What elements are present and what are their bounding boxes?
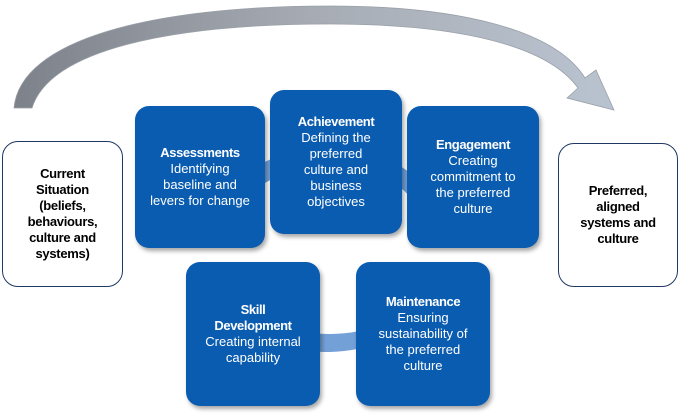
current-situation-line: Current bbox=[40, 166, 85, 181]
tile-description: business bbox=[310, 178, 362, 193]
tile-description: preferred bbox=[309, 146, 363, 161]
current-situation-line: behaviours, bbox=[27, 214, 98, 229]
tile-description: capability bbox=[225, 350, 281, 365]
tile-description: the preferred bbox=[385, 342, 461, 357]
tile-description: commitment to bbox=[430, 169, 516, 184]
tile-description: levers for change bbox=[150, 193, 250, 208]
top-arc-arrow bbox=[13, 5, 615, 111]
tile-description: Identifying bbox=[170, 161, 230, 176]
tile-description: culture bbox=[403, 358, 443, 373]
skill-development-tile: Skill Development Creating internal capa… bbox=[186, 262, 320, 406]
tile-title: Development bbox=[214, 318, 292, 333]
tile-description: culture bbox=[453, 201, 493, 216]
tile-description: Defining the bbox=[301, 130, 371, 145]
preferred-culture-line: aligned bbox=[596, 199, 640, 214]
tile-description: the preferred bbox=[435, 185, 511, 200]
achievement-tile: Achievement Defining the preferred cultu… bbox=[270, 90, 402, 234]
engagement-tile: Engagement Creating commitment to the pr… bbox=[407, 106, 539, 248]
tile-title: Maintenance bbox=[385, 294, 461, 309]
preferred-culture-line: systems and bbox=[580, 215, 656, 230]
tile-title: Achievement bbox=[297, 114, 375, 129]
assessments-tile: Assessments Identifying baseline and lev… bbox=[135, 106, 265, 248]
tile-title: Engagement bbox=[435, 137, 510, 152]
current-situation-box: Current Situation (beliefs, behaviours, … bbox=[2, 141, 123, 287]
tile-description: objectives bbox=[307, 194, 365, 209]
tile-description: sustainability of bbox=[378, 326, 468, 341]
current-situation-line: Situation bbox=[36, 182, 89, 197]
current-situation-line: (beliefs, bbox=[39, 198, 86, 213]
tile-description: Creating internal bbox=[205, 334, 301, 349]
preferred-culture-line: culture bbox=[597, 231, 639, 246]
tile-description: Creating bbox=[448, 153, 498, 168]
tile-description: culture and bbox=[303, 162, 369, 177]
current-situation-line: systems) bbox=[35, 246, 90, 261]
tile-description: Ensuring bbox=[397, 310, 449, 325]
preferred-culture-box: Preferred, aligned systems and culture bbox=[558, 143, 678, 287]
tile-description: baseline and bbox=[163, 177, 237, 192]
current-situation-line: culture and bbox=[29, 230, 96, 245]
tile-title: Skill bbox=[240, 302, 266, 317]
preferred-culture-line: Preferred, bbox=[588, 183, 648, 198]
tile-title: Assessments bbox=[160, 145, 240, 160]
maintenance-tile: Maintenance Ensuring sustainability of t… bbox=[356, 262, 490, 406]
